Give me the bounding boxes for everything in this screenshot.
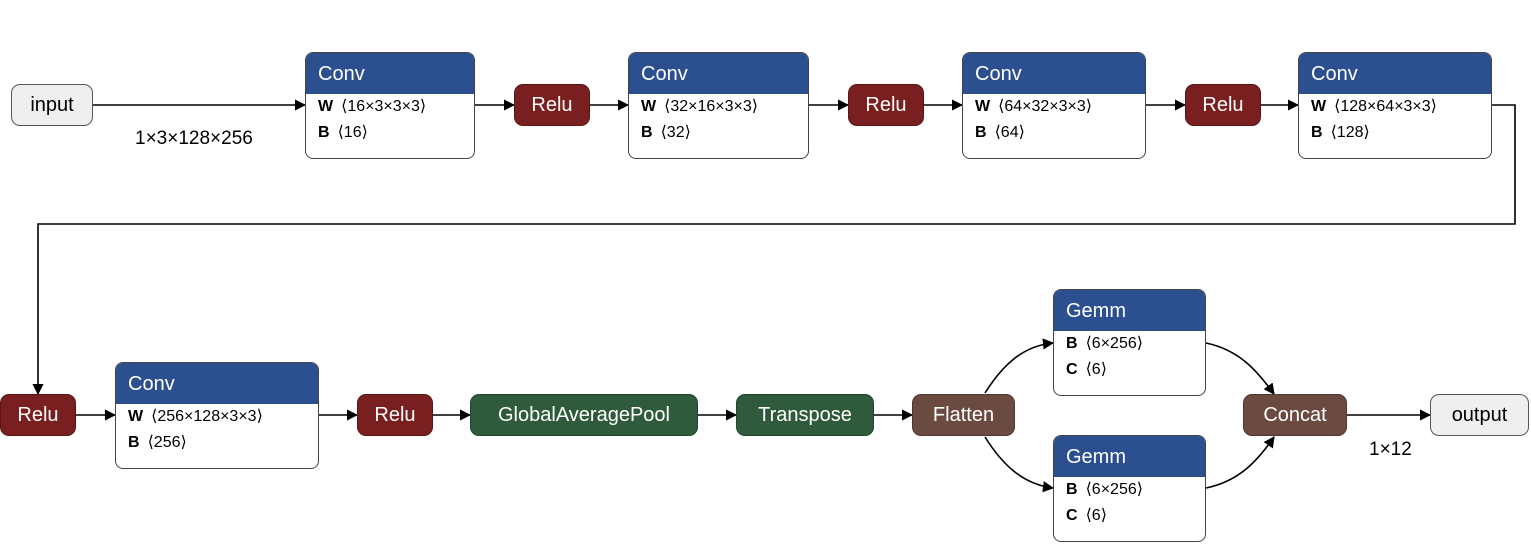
flatten-label: Flatten — [932, 403, 995, 426]
conv-node-1[interactable]: Conv W⟨16×3×3×3⟩ B⟨16⟩ — [305, 52, 475, 159]
conv-bias-row: B⟨256⟩ — [128, 434, 187, 451]
conv-title: Conv — [1299, 53, 1491, 94]
input-shape-label: 1×3×128×256 — [135, 128, 253, 149]
conv-bias-row: B⟨32⟩ — [641, 124, 691, 141]
relu-label: Relu — [865, 93, 907, 116]
relu-node-5[interactable]: Relu — [357, 394, 433, 436]
edge-flatten-gemm1 — [984, 338, 1055, 394]
input-node[interactable]: input — [11, 84, 93, 126]
conv-title: Conv — [306, 53, 474, 94]
pool-label: GlobalAveragePool — [498, 403, 670, 426]
conv-node-2[interactable]: Conv W⟨32×16×3×3⟩ B⟨32⟩ — [628, 52, 809, 159]
relu-node-1[interactable]: Relu — [514, 84, 590, 126]
relu-label: Relu — [531, 93, 573, 116]
relu-label: Relu — [374, 403, 416, 426]
gemm-c-row: C⟨6⟩ — [1066, 361, 1107, 378]
conv-title: Conv — [963, 53, 1145, 94]
conv-node-4[interactable]: Conv W⟨128×64×3×3⟩ B⟨128⟩ — [1298, 52, 1492, 159]
conv-weight-row: W⟨32×16×3×3⟩ — [641, 98, 759, 115]
global-average-pool-node[interactable]: GlobalAveragePool — [470, 394, 698, 436]
conv-weight-row: W⟨128×64×3×3⟩ — [1311, 98, 1437, 115]
input-label: input — [30, 93, 74, 116]
conv-bias-row: B⟨128⟩ — [1311, 124, 1370, 141]
conv-bias-row: B⟨64⟩ — [975, 124, 1025, 141]
output-label: output — [1451, 403, 1508, 426]
conv-title: Conv — [629, 53, 808, 94]
conv-node-3[interactable]: Conv W⟨64×32×3×3⟩ B⟨64⟩ — [962, 52, 1146, 159]
conv-title: Conv — [116, 363, 318, 404]
concat-node[interactable]: Concat — [1243, 394, 1347, 436]
relu-label: Relu — [1202, 93, 1244, 116]
transpose-node[interactable]: Transpose — [736, 394, 874, 436]
gemm-title: Gemm — [1054, 290, 1205, 331]
conv-weight-row: W⟨16×3×3×3⟩ — [318, 98, 427, 115]
conv-weight-row: W⟨64×32×3×3⟩ — [975, 98, 1093, 115]
gemm-node-1[interactable]: Gemm B⟨6×256⟩ C⟨6⟩ — [1053, 289, 1206, 396]
gemm-b-row: B⟨6×256⟩ — [1066, 335, 1143, 352]
gemm-title: Gemm — [1054, 436, 1205, 477]
transpose-label: Transpose — [758, 403, 852, 426]
gemm-c-row: C⟨6⟩ — [1066, 507, 1107, 524]
gemm-node-2[interactable]: Gemm B⟨6×256⟩ C⟨6⟩ — [1053, 435, 1206, 542]
output-shape-label: 1×12 — [1369, 439, 1412, 460]
relu-node-2[interactable]: Relu — [848, 84, 924, 126]
output-node[interactable]: output — [1430, 394, 1529, 436]
edge-flatten-gemm2 — [984, 436, 1055, 493]
edge-conv4-relu4 — [32, 104, 1516, 396]
relu-node-3[interactable]: Relu — [1185, 84, 1261, 126]
relu-label: Relu — [17, 403, 59, 426]
edge-gemm1-concat — [1205, 342, 1275, 395]
conv-weight-row: W⟨256×128×3×3⟩ — [128, 408, 263, 425]
edge-gemm2-concat — [1205, 436, 1275, 489]
conv-bias-row: B⟨16⟩ — [318, 124, 368, 141]
flatten-node[interactable]: Flatten — [912, 394, 1015, 436]
conv-node-5[interactable]: Conv W⟨256×128×3×3⟩ B⟨256⟩ — [115, 362, 319, 469]
gemm-b-row: B⟨6×256⟩ — [1066, 481, 1143, 498]
concat-label: Concat — [1263, 403, 1327, 426]
relu-node-4[interactable]: Relu — [0, 394, 76, 436]
